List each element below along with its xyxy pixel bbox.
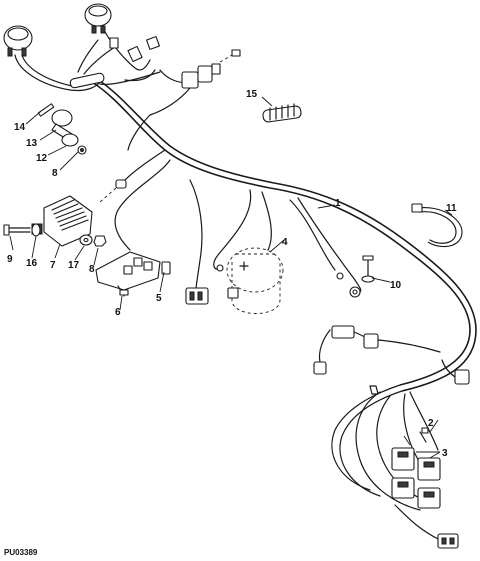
bottom-connector-icon (437, 533, 459, 549)
callout-17: 17 (68, 260, 80, 271)
callout-14: 14 (14, 122, 26, 133)
callout-3: 3 (442, 448, 448, 459)
callout-1: 1 (335, 198, 341, 209)
callout-leaders (9, 96, 453, 459)
callout-7: 7 (50, 260, 56, 271)
nut-part-8-icon (93, 235, 107, 247)
callout-9: 9 (7, 254, 13, 265)
callout-2: 2 (428, 418, 434, 429)
callout-8-upper: 8 (52, 168, 58, 179)
callout-15: 15 (246, 89, 258, 100)
callout-16: 16 (26, 258, 38, 269)
gauge-top-icon (84, 3, 112, 34)
sleeve-part-15-icon (262, 103, 302, 123)
relay-lower-left-icon (391, 477, 415, 499)
right-mid-connectors-icon (313, 325, 470, 385)
washer-part-16-icon (31, 223, 41, 237)
bolt-part-10-icon (289, 197, 375, 298)
callout-4: 4 (282, 237, 288, 248)
key-switch-connector-icon (149, 49, 241, 116)
gauge-left-icon (3, 25, 33, 57)
callout-labels: 1 2 3 4 5 6 7 8 8 9 10 11 12 13 14 15 16… (7, 89, 457, 459)
gauge-wires (14, 29, 161, 92)
callout-8-lower: 8 (89, 264, 95, 275)
branch-wire-mid-left (99, 114, 166, 203)
relay-screw-part-2-icon (419, 427, 429, 443)
figure-code: PU03389 (4, 548, 38, 557)
connector-part-5-area-icon (185, 179, 209, 305)
gauge-connector-icons (109, 36, 160, 63)
terminal-bracket-icon (95, 159, 171, 297)
relay-part-3-icons (391, 435, 441, 509)
main-wiring-harness (91, 77, 477, 541)
bolt-part-9-icon (3, 224, 31, 236)
callout-5: 5 (156, 293, 162, 304)
band-part-11-icon (411, 203, 463, 248)
solenoid-part-4-icon (213, 189, 284, 314)
relay-upper-left-icon (391, 435, 415, 471)
callout-6: 6 (115, 307, 121, 318)
relay-upper-right-icon (417, 457, 441, 481)
callout-13: 13 (26, 138, 38, 149)
callout-10: 10 (390, 280, 402, 291)
washer-part-17-icon (79, 234, 93, 246)
clamp-assembly-icon (37, 103, 87, 155)
callout-11: 11 (446, 203, 457, 214)
callout-12: 12 (36, 153, 48, 164)
relay-lower-right-icon (417, 487, 441, 509)
regulator-part-7-icon (31, 195, 93, 247)
